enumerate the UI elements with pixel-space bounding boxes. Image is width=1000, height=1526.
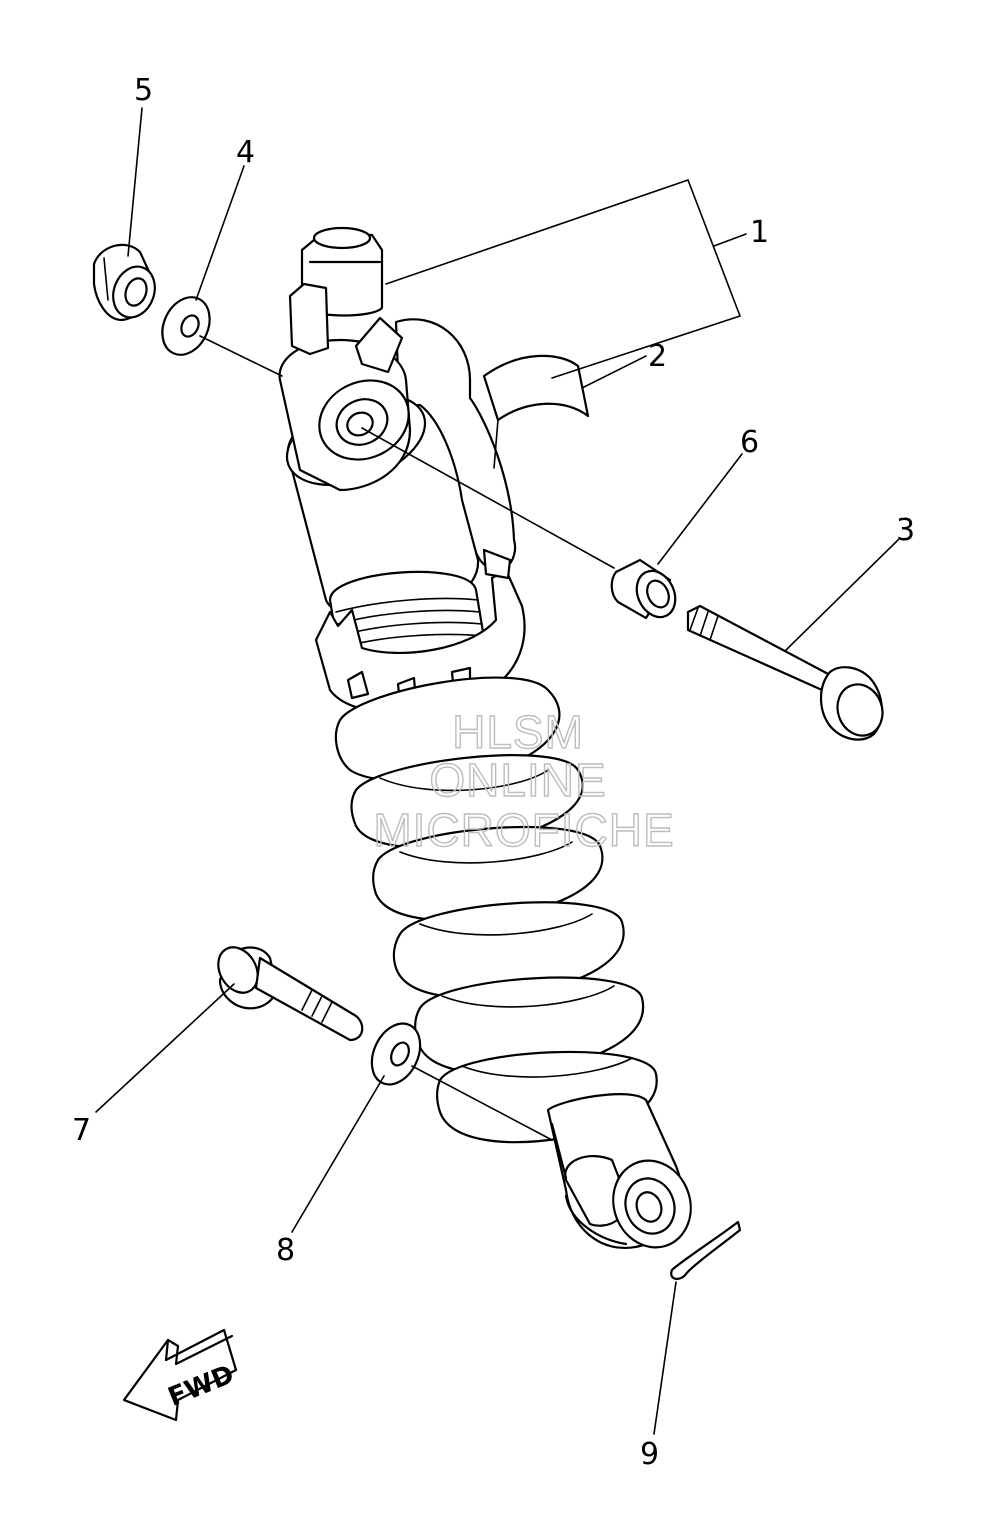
watermark: HLSM ONLINE MICROFICHE (373, 705, 675, 856)
callout-numbers: 1 2 3 4 5 6 7 8 9 (72, 73, 915, 1472)
callout-4: 4 (236, 135, 255, 170)
leader-lines (95, 107, 899, 1435)
fwd-direction-arrow: FWD (122, 1328, 238, 1422)
callout-6: 6 (740, 425, 759, 460)
watermark-line-2: ONLINE (429, 754, 606, 806)
rear-shock-absorber-assembly (278, 226, 692, 1249)
callout-1: 1 (750, 215, 769, 250)
callout-9: 9 (640, 1437, 659, 1472)
upper-washer (161, 296, 211, 356)
lower-mount-bolt (217, 946, 364, 1042)
watermark-line-3: MICROFICHE (373, 804, 674, 856)
callout-8: 8 (276, 1233, 295, 1268)
lower-washer (370, 1022, 422, 1086)
axis-lines (199, 335, 615, 1141)
callout-5: 5 (134, 73, 153, 108)
callout-2: 2 (648, 339, 667, 374)
upper-mount-bolt (686, 604, 884, 741)
watermark-line-1: HLSM (452, 706, 584, 758)
shock-label-sticker (482, 354, 590, 469)
callout-3: 3 (896, 513, 915, 548)
upper-collar (610, 558, 677, 620)
coil-spring (334, 676, 658, 1144)
upper-flange-nut (92, 243, 156, 322)
callout-7: 7 (72, 1113, 91, 1148)
cotter-pin (670, 1220, 742, 1280)
